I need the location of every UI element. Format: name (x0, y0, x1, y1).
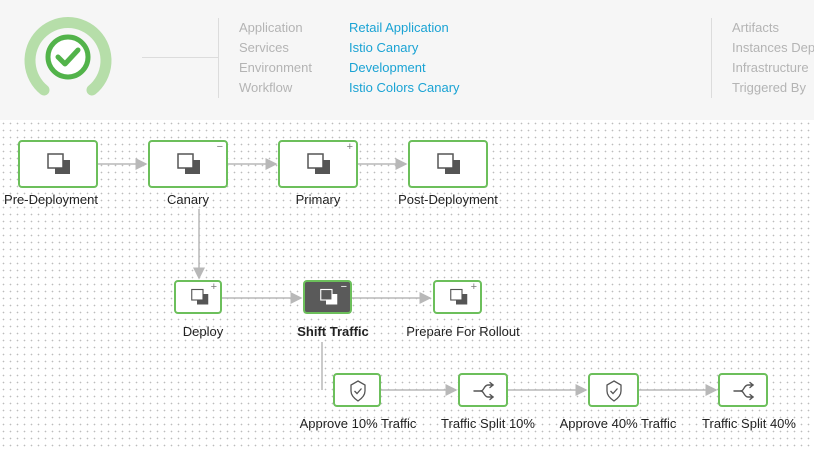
stage-label-primary: Primary (295, 192, 341, 207)
stage-node-pre-deployment[interactable] (18, 140, 98, 188)
substep-label-approve-10: Approve 10% Traffic (299, 416, 417, 431)
traffic-split-icon (473, 381, 495, 401)
stacked-squares-icon (320, 288, 338, 305)
collapse-toggle[interactable]: − (216, 141, 223, 153)
header-separator (711, 18, 712, 98)
infrastructure-label: Infrastructure (732, 60, 809, 75)
stacked-squares-icon (47, 153, 70, 174)
step-node-deploy[interactable]: + (174, 280, 222, 314)
stage-node-primary[interactable]: + (278, 140, 358, 188)
substep-node-split-40[interactable] (718, 373, 768, 407)
shield-check-icon (606, 380, 622, 402)
stage-label-post-deployment: Post-Deployment (398, 192, 498, 207)
stacked-squares-icon (191, 288, 209, 305)
step-node-shift-traffic[interactable]: − (303, 280, 352, 314)
stage-label-pre-deployment: Pre-Deployment (4, 192, 98, 207)
step-label-shift-traffic: Shift Traffic (297, 324, 369, 339)
header-separator (218, 18, 219, 98)
step-label-deploy: Deploy (182, 324, 224, 339)
stacked-squares-icon (437, 153, 460, 174)
substep-label-approve-40: Approve 40% Traffic (559, 416, 677, 431)
expand-toggle[interactable]: + (470, 281, 477, 293)
environment-label: Environment (239, 60, 312, 75)
instances-deployed-label: Instances Dep (732, 40, 814, 55)
application-label: Application (239, 20, 303, 35)
success-status-icon (24, 17, 112, 96)
expand-toggle[interactable]: + (346, 141, 353, 153)
substep-node-split-10[interactable] (458, 373, 508, 407)
step-node-prepare-for-rollout[interactable]: + (433, 280, 482, 314)
artifacts-label: Artifacts (732, 20, 779, 35)
substep-label-split-10: Traffic Split 10% (441, 416, 535, 431)
collapse-toggle[interactable]: − (340, 281, 347, 293)
expand-toggle[interactable]: + (210, 281, 217, 293)
workflow-link[interactable]: Istio Colors Canary (349, 80, 460, 95)
execution-summary-header: Application Services Environment Workflo… (0, 0, 814, 120)
triggered-by-label: Triggered By (732, 80, 806, 95)
services-label: Services (239, 40, 289, 55)
step-label-prepare-for-rollout: Prepare For Rollout (406, 324, 520, 339)
substep-node-approve-10[interactable] (333, 373, 381, 407)
stacked-squares-icon (307, 153, 330, 174)
header-divider-line (142, 57, 218, 58)
application-link[interactable]: Retail Application (349, 20, 449, 35)
workflow-label: Workflow (239, 80, 293, 95)
stage-node-post-deployment[interactable] (408, 140, 488, 188)
services-link[interactable]: Istio Canary (349, 40, 419, 55)
stage-label-canary: Canary (167, 192, 209, 207)
workflow-graph-canvas[interactable] (0, 120, 814, 451)
shield-check-icon (350, 380, 366, 402)
substep-label-split-40: Traffic Split 40% (702, 416, 796, 431)
traffic-split-icon (733, 381, 755, 401)
stacked-squares-icon (177, 153, 200, 174)
environment-link[interactable]: Development (349, 60, 426, 75)
stage-node-canary[interactable]: − (148, 140, 228, 188)
substep-node-approve-40[interactable] (588, 373, 639, 407)
stacked-squares-icon (450, 288, 468, 305)
